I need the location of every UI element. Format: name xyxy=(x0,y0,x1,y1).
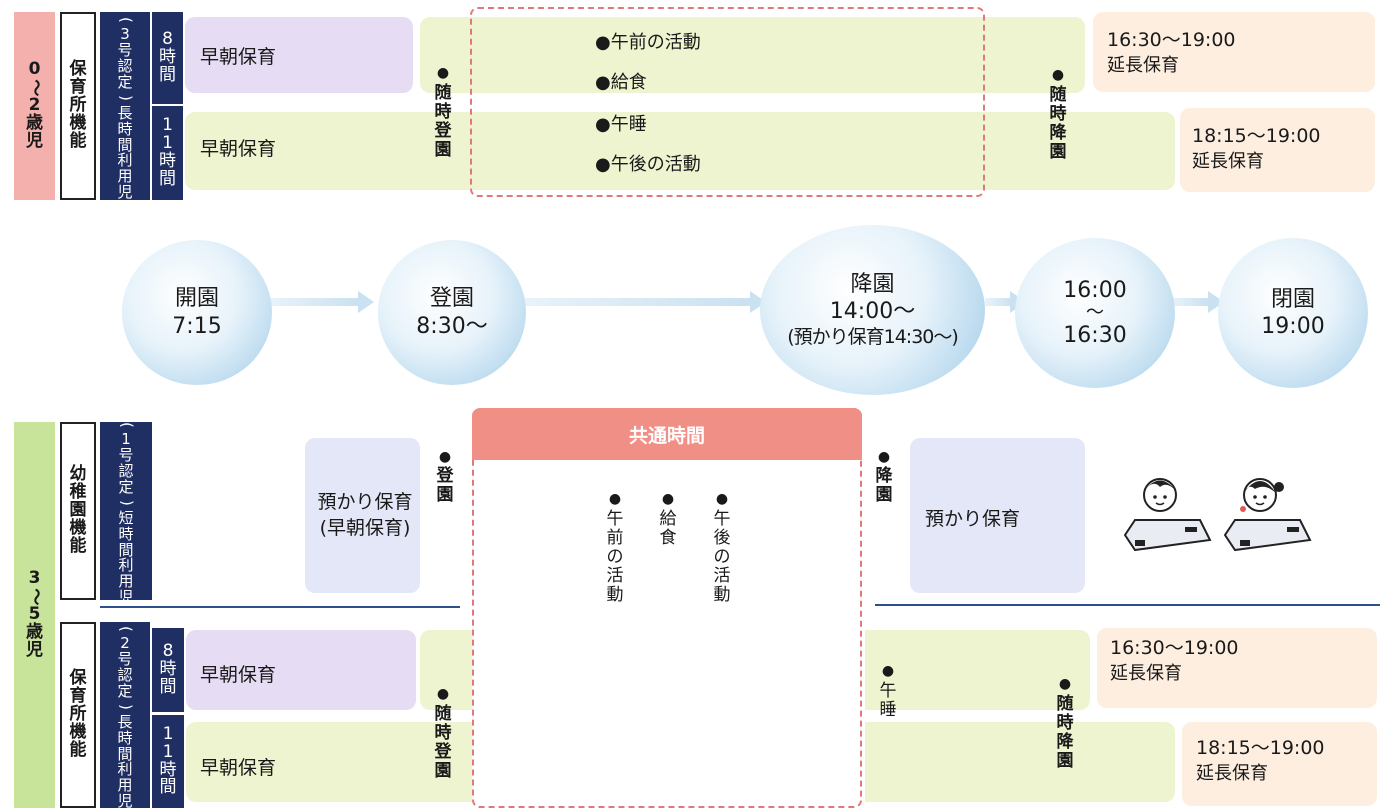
timeline-line: 16:00 xyxy=(1063,277,1127,303)
day-band-8h-top xyxy=(420,17,1085,93)
morning-care-line: (早朝保育) xyxy=(319,516,411,539)
common-time-title: 共通時間 xyxy=(628,424,705,447)
timeline-line: 7:15 xyxy=(172,313,222,339)
timeline-line: 登園 xyxy=(429,286,474,311)
function-label-nursery-bottom: 保育所機能 xyxy=(60,622,96,808)
activity-item: ●給食 xyxy=(595,72,647,93)
function-label-kinder: 幼稚園機能 xyxy=(60,422,96,600)
activity-item: ●午前の活動 xyxy=(595,32,701,53)
extended-time: 16:30〜19:00 xyxy=(1107,29,1236,51)
extended-time: 16:30〜19:00 xyxy=(1110,637,1239,659)
depart-anytime-top: ●随時降園 xyxy=(1049,67,1067,162)
timeline-line: 19:00 xyxy=(1261,314,1325,339)
timeline-line: 〜 xyxy=(1086,302,1104,323)
function-label-nursery-top: 保育所機能 xyxy=(60,12,96,200)
timeline-open: 開園 7:15 xyxy=(122,240,272,385)
extended-care-8h-bottom xyxy=(1097,628,1377,708)
common-activity-afternoon: ●午後の活動 xyxy=(713,491,731,605)
timeline-arrow xyxy=(520,298,752,306)
extended-time: 18:15〜19:00 xyxy=(1192,125,1321,147)
extended-care-11h-top xyxy=(1180,108,1375,192)
extended-care-8h-top-text: 16:30〜19:00 延長保育 xyxy=(1107,28,1236,78)
early-care-8h-bottom xyxy=(186,630,416,710)
divider-right xyxy=(875,604,1380,606)
early-care-label-11h-top: 早朝保育 xyxy=(200,138,277,160)
timeline-line: (預かり保育14:30〜) xyxy=(787,325,959,348)
common-activity-morning: ●午前の活動 xyxy=(606,491,624,605)
activities-box-top xyxy=(470,7,985,197)
day-band-11h-bottom-right xyxy=(865,722,1175,802)
extended-label: 延長保育 xyxy=(1110,662,1182,684)
extended-care-8h-top xyxy=(1093,12,1375,92)
timeline-departure: 降園 14:00〜 (預かり保育14:30〜) xyxy=(760,225,985,395)
child-boy-icon xyxy=(1123,478,1212,552)
extended-care-8h-bottom-text: 16:30〜19:00 延長保育 xyxy=(1110,636,1239,686)
timeline-line: 16:30 xyxy=(1063,323,1127,348)
activity-item: ●午後の活動 xyxy=(595,154,701,175)
arrive-kinder: ●登園 xyxy=(436,448,454,506)
nap-bottom: ●午睡 xyxy=(879,663,897,720)
extended-label: 延長保育 xyxy=(1192,150,1264,172)
early-care-label-8h-bottom: 早朝保育 xyxy=(200,664,277,686)
timeline-extended-start: 16:00 〜 16:30 xyxy=(1015,238,1175,388)
day-band-8h-bottom xyxy=(420,630,472,710)
timeline-line: 開園 xyxy=(174,286,219,311)
day-band-8h-bottom-right xyxy=(865,630,1090,710)
common-activity-lunch: ●給食 xyxy=(659,491,677,548)
timeline-arrowhead xyxy=(358,291,374,313)
activity-item: ●午睡 xyxy=(595,114,647,135)
extended-care-11h-bottom-text: 18:15〜19:00 延長保育 xyxy=(1196,736,1325,786)
arrive-anytime-top: ●随時登園 xyxy=(434,65,452,160)
children-illustration xyxy=(1115,465,1315,565)
day-band-11h-top xyxy=(185,112,1175,190)
timeline-line: 8:30〜 xyxy=(416,313,488,339)
morning-care-line: 預かり保育 xyxy=(317,491,413,513)
timeline-line: 閉園 xyxy=(1270,286,1315,312)
divider-left xyxy=(100,606,460,608)
morning-care-kinder xyxy=(305,438,420,593)
timeline-arrow xyxy=(985,298,1013,306)
early-care-8h-top xyxy=(185,17,413,93)
morning-care-kinder-text: 預かり保育 (早朝保育) xyxy=(300,490,430,541)
after-care-kinder-text: 預かり保育 xyxy=(925,508,1021,530)
early-care-label-11h-bottom: 早朝保育 xyxy=(200,757,277,779)
depart-kinder: ●降園 xyxy=(875,448,893,506)
common-time-header: 共通時間 xyxy=(472,408,862,460)
timeline-arrival: 登園 8:30〜 xyxy=(378,240,526,385)
timeline-line: 14:00〜 xyxy=(829,299,916,325)
timeline-close: 閉園 19:00 xyxy=(1218,238,1368,388)
extended-label: 延長保育 xyxy=(1196,762,1268,784)
common-time-box xyxy=(472,408,862,808)
extended-label: 延長保育 xyxy=(1107,54,1179,76)
timeline-arrow xyxy=(268,298,360,306)
extended-care-11h-bottom xyxy=(1182,722,1377,806)
after-care-kinder xyxy=(910,438,1085,593)
depart-anytime-bottom: ●随時降園 xyxy=(1056,676,1074,771)
early-care-label-8h-top: 早朝保育 xyxy=(200,46,277,68)
extended-care-11h-top-text: 18:15〜19:00 延長保育 xyxy=(1192,124,1321,174)
arrive-anytime-bottom: ●随時登園 xyxy=(434,686,452,781)
timeline-arrow xyxy=(1170,298,1210,306)
extended-time: 18:15〜19:00 xyxy=(1196,737,1325,759)
timeline-line: 降園 xyxy=(850,271,895,297)
day-band-11h-bottom xyxy=(186,722,472,802)
child-girl-icon xyxy=(1223,478,1312,552)
